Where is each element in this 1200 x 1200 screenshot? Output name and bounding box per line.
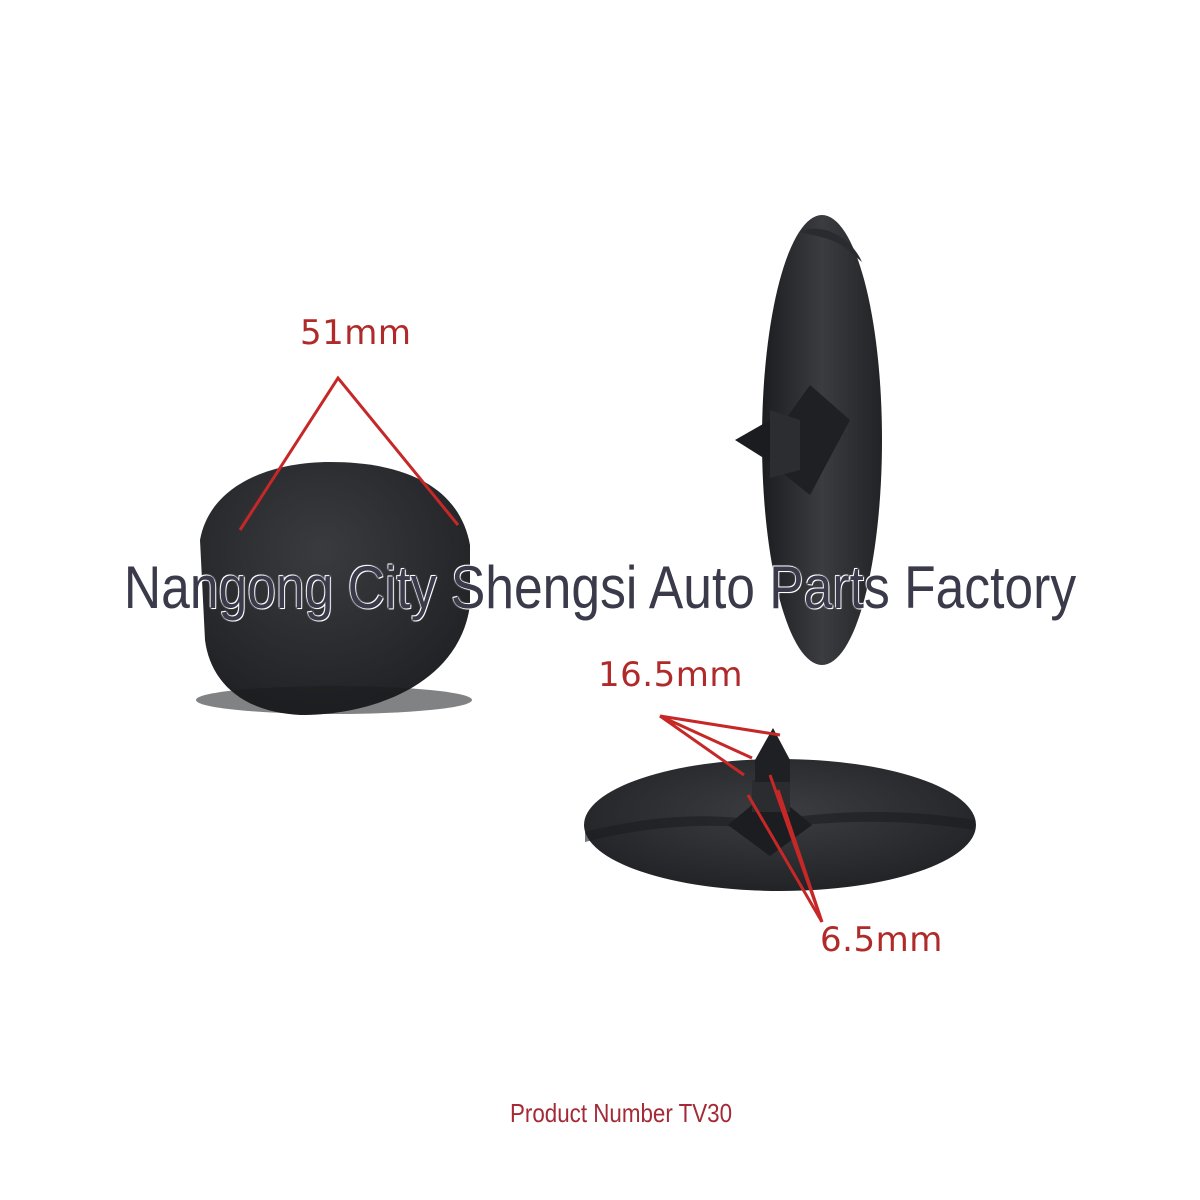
diameter-label: 51mm (300, 313, 412, 353)
fastener-side-view (735, 215, 882, 665)
pin-length-line-b (659, 714, 781, 737)
factory-watermark: Nangong City Shengsi Auto Parts Factory (123, 554, 1077, 621)
product-number: Product Number TV30 (509, 1098, 733, 1128)
pin-length-label: 16.5mm (598, 655, 743, 695)
diameter-lines (238, 375, 460, 531)
fastener-angled-view (584, 728, 976, 891)
pin-width-line-b (746, 794, 824, 923)
pin-width-label: 6.5mm (820, 920, 943, 960)
fastener-top-view (196, 462, 472, 715)
dimension-lines (238, 375, 824, 923)
